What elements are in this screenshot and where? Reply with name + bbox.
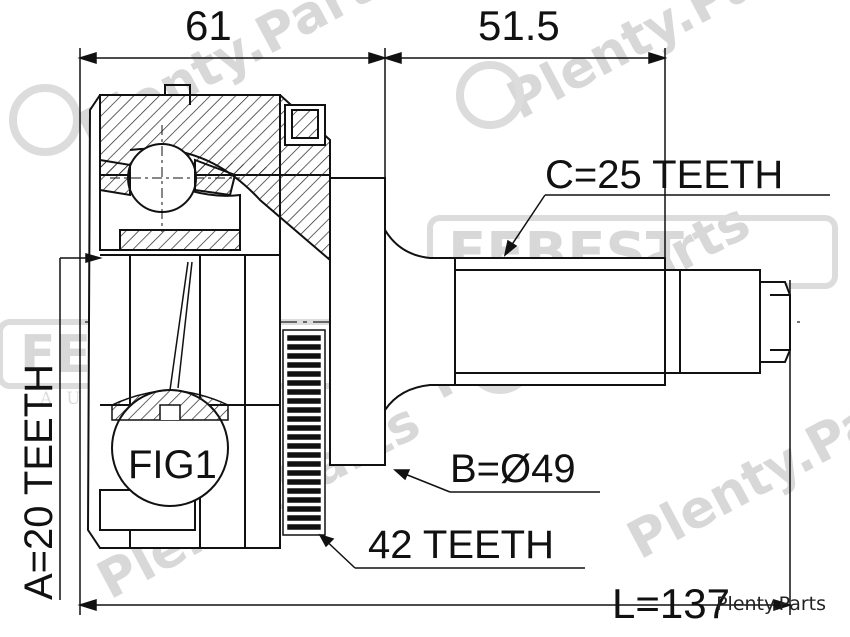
- dimension-total-length: L=137: [612, 580, 730, 627]
- abs-tooth: [287, 506, 321, 512]
- leader-lines: [318, 194, 830, 569]
- abs-tooth: [287, 353, 321, 359]
- credit-text: Plenty.Parts: [716, 593, 826, 615]
- abs-tooth: [287, 389, 321, 395]
- abs-tooth: [287, 479, 321, 485]
- ball-cage: [99, 125, 240, 232]
- abs-tooth: [287, 470, 321, 476]
- fig1-detail: FIG1: [111, 261, 229, 507]
- abs-tooth: [287, 371, 321, 377]
- label-spline-a: A=20 TEETH: [17, 364, 61, 600]
- abs-tooth: [287, 362, 321, 368]
- dimension-61: 61: [185, 2, 232, 49]
- label-spline-c: C=25 TEETH: [545, 153, 783, 197]
- fig1-label: FIG1: [128, 443, 217, 487]
- abs-tooth: [287, 524, 321, 530]
- joint-body: [329, 177, 386, 466]
- abs-tooth: [287, 497, 321, 503]
- abs-tooth: [287, 434, 321, 440]
- watermark-disc-icon: [9, 84, 81, 156]
- abs-tooth: [287, 416, 321, 422]
- abs-tooth: [287, 344, 321, 350]
- abs-tooth: [287, 452, 321, 458]
- abs-tooth: [287, 443, 321, 449]
- abs-tooth: [287, 461, 321, 467]
- watermark-disc-icon: [456, 61, 524, 129]
- abs-tooth: [287, 515, 321, 521]
- abs-tooth: [287, 380, 321, 386]
- abs-tooth: [287, 407, 321, 413]
- dimension-51-5: 51.5: [478, 2, 560, 49]
- abs-tone-ring: [282, 329, 326, 536]
- label-abs-teeth: 42 TEETH: [368, 523, 554, 567]
- abs-tooth: [287, 488, 321, 494]
- dimension-lines: [59, 48, 793, 615]
- abs-tooth: [287, 335, 321, 341]
- label-diameter-b: B=Ø49: [450, 447, 576, 491]
- drive-shaft: [384, 226, 791, 414]
- abs-tooth: [287, 425, 321, 431]
- abs-tooth: [287, 398, 321, 404]
